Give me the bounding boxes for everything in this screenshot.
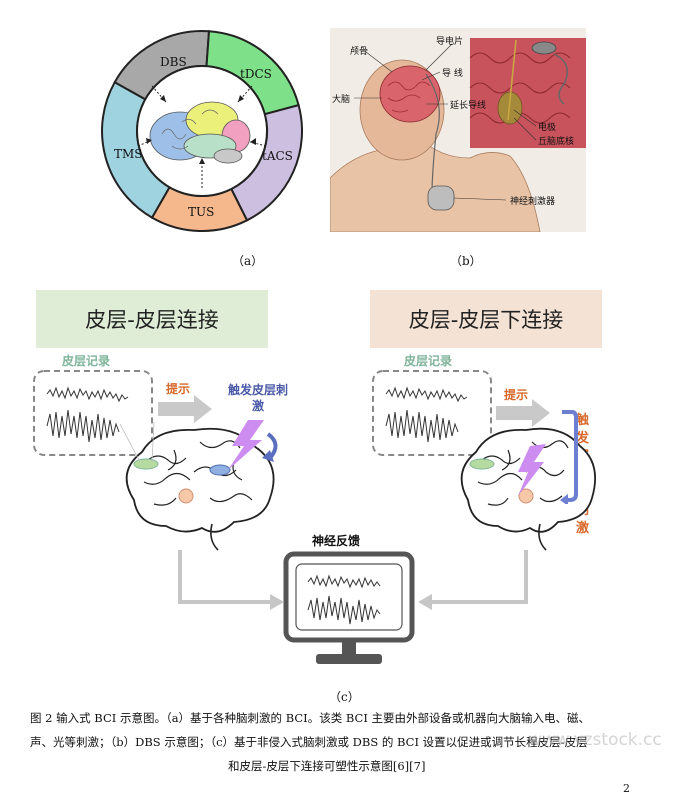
page-number: 2 — [623, 782, 630, 795]
right-feedback-bracket — [560, 410, 578, 504]
left-recording-box — [33, 370, 153, 456]
header-cortico-subcortical: 皮层-皮层下连接 — [370, 290, 602, 348]
left-cue-label: 提示 — [166, 382, 191, 396]
label-neurostimulator: 神经刺激器 — [510, 197, 556, 207]
left-stim-label: 触发皮层刺激 — [228, 383, 289, 413]
left-brain-icon — [119, 421, 275, 551]
figure-caption-line-2: 声、光等刺激；（b）DBS 示意图；（c）基于非侵入式脑刺激或 DBS 的 BC… — [30, 735, 588, 749]
left-lightning-icon — [228, 420, 278, 470]
neurofeedback-monitor — [283, 551, 415, 664]
right-cue-arrow — [496, 399, 550, 427]
label-wire: 导 线 — [442, 69, 463, 79]
label-skull: 颅骨 — [350, 47, 369, 57]
label-extension-lead: 延长导线 — [450, 101, 487, 111]
right-recording-box — [372, 370, 492, 456]
segment-label-tms: TMS — [114, 147, 143, 161]
panel-b-label: （b） — [450, 254, 482, 268]
right-feedback-arrow — [418, 550, 528, 610]
segment-label-tus: TUS — [188, 205, 214, 219]
right-brain-icon — [460, 427, 596, 551]
label-conductive-pad: 导电片 — [436, 37, 464, 47]
left-cue-arrow — [158, 395, 212, 423]
watermark: www.vzstock.cc — [528, 730, 662, 750]
label-subthalamic-nucleus: 丘脑底核 — [538, 137, 575, 147]
segment-label-dbs: DBS — [160, 55, 187, 69]
neurofeedback-title: 神经反馈 — [312, 534, 361, 548]
stimulation-ring-diagram: DBS tDCS tACS TUS TMS — [101, 29, 303, 232]
figure-caption-line-3: 和皮层-皮层下连接可塑性示意图[6][7] — [228, 759, 426, 773]
dbs-illustration: 颅骨 导电片 导 线 大脑 延长导线 电极 丘脑底核 神经刺激器 — [330, 28, 586, 232]
panel-a-label: （a） — [232, 254, 264, 268]
panel-c-label: （c） — [329, 690, 360, 704]
figure-caption-line-1: 图 2 输入式 BCI 示意图。（a）基于各种脑刺激的 BCI。该类 BCI 主… — [30, 711, 591, 725]
left-feedback-arrow — [178, 550, 284, 610]
label-cerebrum: 大脑 — [332, 95, 351, 105]
segment-label-tacs: tACS — [262, 149, 293, 163]
right-cue-label: 提示 — [504, 388, 529, 402]
brain-icon — [149, 101, 251, 164]
label-electrode: 电极 — [538, 123, 557, 133]
segment-label-tdcs: tDCS — [240, 67, 272, 81]
right-recording-title: 皮层记录 — [404, 354, 453, 368]
header-cortico-cortical: 皮层-皮层连接 — [36, 290, 268, 348]
left-recording-title: 皮层记录 — [62, 354, 111, 368]
